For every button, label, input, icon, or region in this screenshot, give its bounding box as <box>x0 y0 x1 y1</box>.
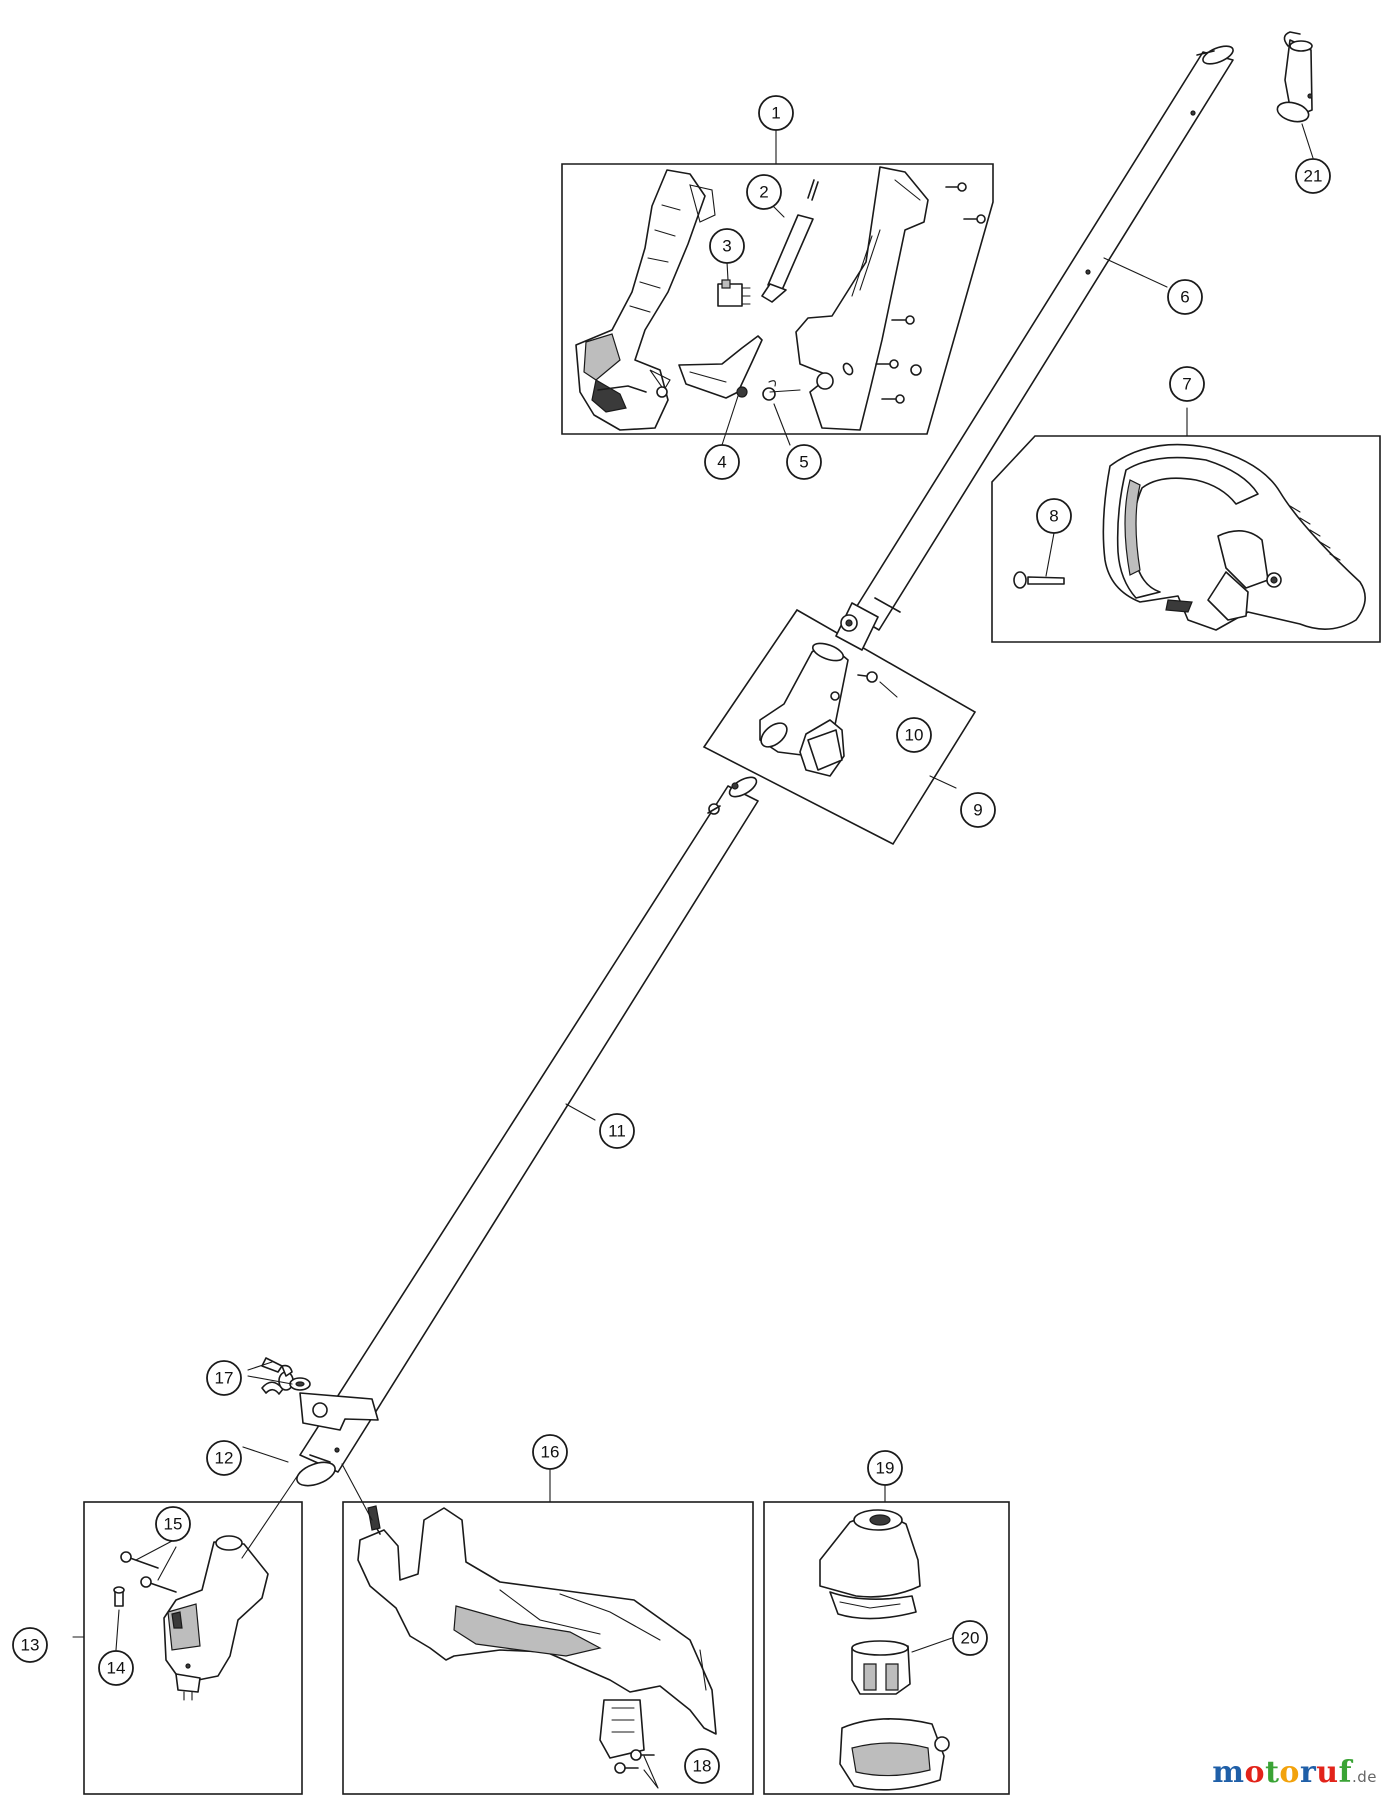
trimmer-head-cover <box>819 1509 921 1620</box>
callout-12: 12 <box>206 1440 242 1476</box>
callout-label: 7 <box>1182 375 1191 394</box>
callout-20: 20 <box>952 1620 988 1656</box>
callout-label: 15 <box>164 1515 183 1534</box>
callout-label: 13 <box>21 1636 40 1655</box>
watermark-suffix: .de <box>1351 1768 1377 1786</box>
group-box-assist-handle <box>991 435 1381 643</box>
guard-screws <box>614 1749 655 1774</box>
gearhead-screws <box>113 1551 177 1607</box>
coupler-screw <box>857 671 878 683</box>
callout-7: 7 <box>1169 366 1205 402</box>
gear-head <box>163 1535 269 1701</box>
watermark-letter: o <box>1279 1755 1300 1790</box>
callout-13: 13 <box>12 1627 48 1663</box>
callout-16: 16 <box>532 1434 568 1470</box>
callout-label: 8 <box>1049 507 1058 526</box>
group-box-trimmer-head <box>763 1501 1010 1795</box>
callout-label: 4 <box>717 453 726 472</box>
shaft-end-adapter <box>1276 31 1313 123</box>
callout-label: 12 <box>215 1449 234 1468</box>
upper-shaft <box>835 45 1234 651</box>
callout-3: 3 <box>709 228 745 264</box>
watermark-letter: f <box>1338 1755 1352 1790</box>
callout-14: 14 <box>98 1650 134 1686</box>
group-box-handle-housing <box>561 163 994 435</box>
callout-label: 19 <box>876 1459 895 1478</box>
callout-9: 9 <box>960 792 996 828</box>
trigger <box>678 335 763 399</box>
callout-label: 11 <box>608 1122 626 1141</box>
callout-label: 18 <box>693 1757 712 1776</box>
handle-housing-right <box>795 166 929 431</box>
callout-5: 5 <box>786 444 822 480</box>
callout-label: 17 <box>215 1369 234 1388</box>
callout-label: 10 <box>905 726 924 745</box>
callout-11: 11 <box>599 1113 635 1149</box>
watermark-letter: o <box>1244 1755 1266 1790</box>
handle-screws <box>875 182 986 404</box>
group-box-coupler <box>702 608 977 846</box>
callout-1: 1 <box>758 95 794 131</box>
callout-label: 5 <box>799 453 808 472</box>
watermark-letter: u <box>1316 1755 1339 1790</box>
handle-housing-left <box>575 169 716 431</box>
watermark-letter: m <box>1212 1755 1245 1790</box>
callout-label: 21 <box>1304 167 1323 186</box>
assist-handle <box>1102 443 1366 631</box>
trimmer-guard <box>357 1505 717 1759</box>
callout-label: 2 <box>759 183 768 202</box>
callout-label: 3 <box>722 237 731 256</box>
spool-base <box>839 1718 950 1791</box>
callout-label: 20 <box>961 1629 980 1648</box>
callout-label: 6 <box>1180 288 1189 307</box>
watermark-letter: r <box>1299 1755 1317 1790</box>
callout-2: 2 <box>746 174 782 210</box>
callout-21: 21 <box>1295 158 1331 194</box>
callout-19: 19 <box>867 1450 903 1486</box>
watermark-letters: motoruf <box>1212 1755 1352 1790</box>
trigger-spring <box>762 380 776 401</box>
callout-4: 4 <box>704 444 740 480</box>
spool <box>851 1640 911 1695</box>
leader-lines <box>72 123 1314 1789</box>
callout-15: 15 <box>155 1506 191 1542</box>
callout-17: 17 <box>206 1360 242 1396</box>
callout-label: 14 <box>107 1659 126 1678</box>
shaft-clamp <box>261 1357 379 1431</box>
callout-label: 9 <box>973 801 982 820</box>
callout-layer: 1 2 3 4 5 6 7 8 9 10 11 12 13 14 15 16 1… <box>12 95 1331 1784</box>
callout-label: 16 <box>541 1443 560 1462</box>
group-box-gearhead <box>83 1501 303 1795</box>
callout-label: 1 <box>771 104 780 123</box>
callout-6: 6 <box>1167 279 1203 315</box>
group-box-guard <box>342 1501 754 1795</box>
callout-10: 10 <box>896 717 932 753</box>
power-switch <box>717 279 751 307</box>
callout-8: 8 <box>1036 498 1072 534</box>
assist-handle-bolt <box>1013 571 1065 589</box>
watermark-logo: motoruf.de <box>1212 1755 1377 1790</box>
shaft-coupler <box>759 642 849 777</box>
watermark-letter: t <box>1265 1755 1280 1790</box>
switch-rod <box>761 179 819 303</box>
lower-shaft <box>296 776 759 1487</box>
callout-18: 18 <box>684 1748 720 1784</box>
